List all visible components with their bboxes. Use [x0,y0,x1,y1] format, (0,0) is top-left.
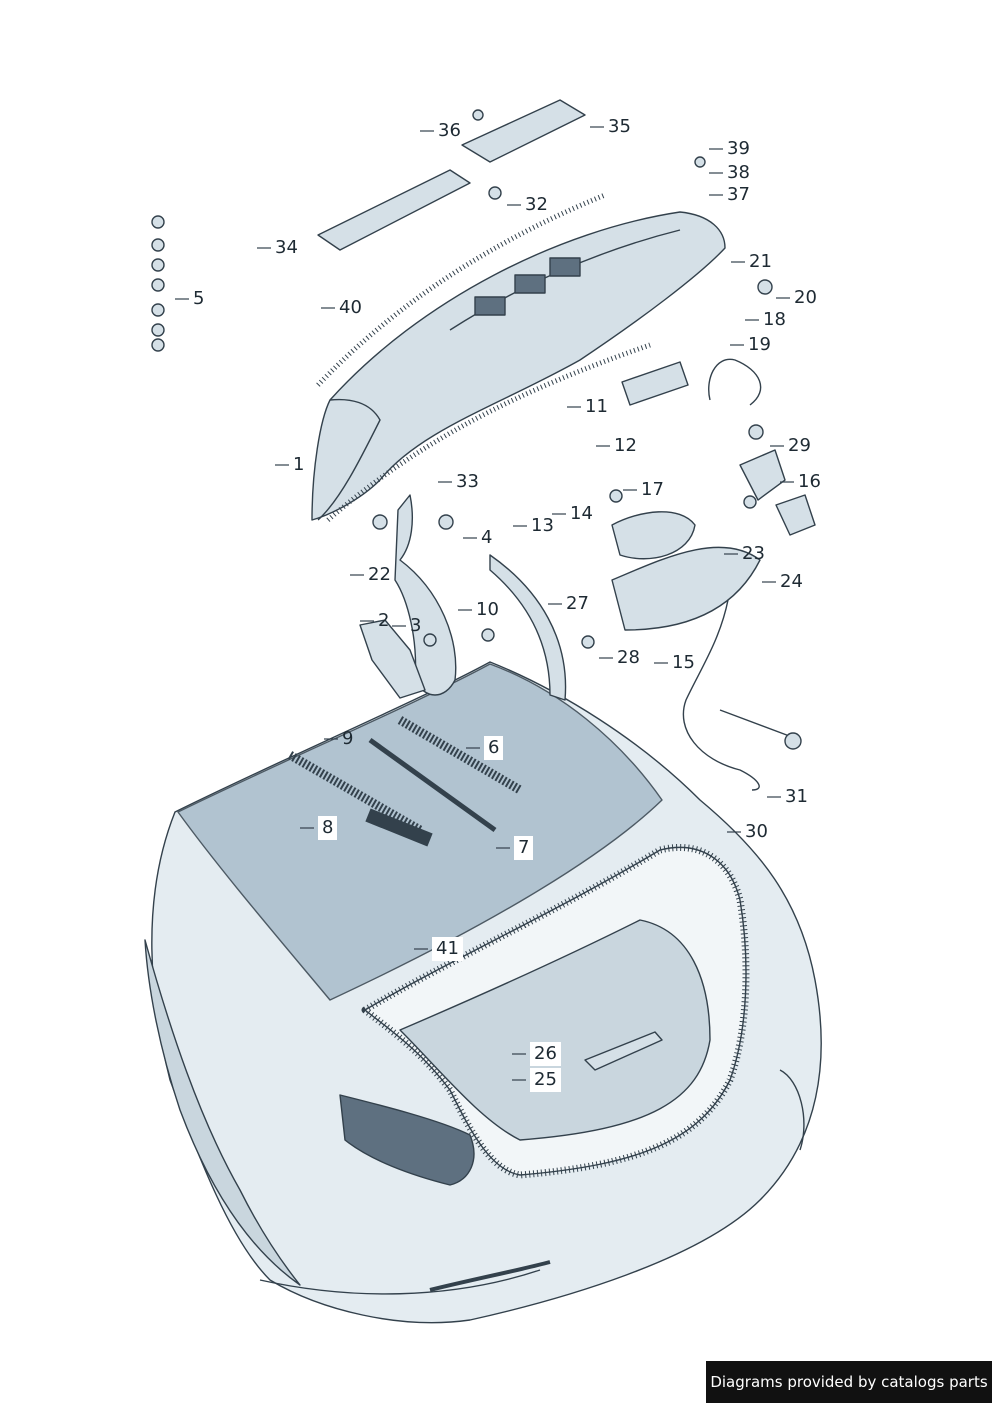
callout-11: 11 [585,396,608,417]
spring-strut [397,716,523,794]
callout-21: 21 [749,251,772,272]
expansion-nut [488,186,502,200]
bumper-line [259,1269,541,1295]
socket [757,279,773,295]
motor-housing [611,546,761,631]
release-cable [682,599,760,791]
trunk-lid-cutout [474,296,506,316]
hinge-arm [394,494,457,696]
cable-loop [708,358,762,406]
callout-9: 9 [342,728,354,749]
callout-29: 29 [788,435,811,456]
screw [472,109,484,121]
bolt-set [151,215,165,352]
cable-tie [719,709,801,741]
side-trim [779,1069,805,1151]
callout-28: 28 [617,647,640,668]
callout-25: 25 [530,1068,561,1092]
callout-8: 8 [318,816,338,840]
callout-32: 32 [525,194,548,215]
bolt [151,238,165,252]
trunk-lid-seal-upper [316,192,606,387]
trim-strip [317,169,471,251]
callout-4: 4 [481,527,493,548]
spring-assembly [287,751,423,834]
cover-clip [581,635,595,649]
exhaust-trim [429,1260,551,1292]
exploded-parts [151,99,816,1071]
lock-striker [584,1031,663,1071]
hinge-bolt [481,628,495,642]
clip [151,338,165,352]
car-rear-body [144,661,822,1324]
callout-31: 31 [785,786,808,807]
drive-motor [611,511,696,560]
callout-20: 20 [794,287,817,308]
callout-23: 23 [742,543,765,564]
car-side-shade [144,939,301,1286]
callout-27: 27 [566,593,589,614]
credit-banner: Diagrams provided by catalogs parts [706,1361,992,1403]
microswitch [748,424,764,440]
wiring-connector [784,732,802,750]
trunk-lid-cutout [514,274,546,294]
cover-plate [461,99,586,163]
tail-light [339,1094,475,1186]
stop-buffer [372,514,388,530]
callout-6: 6 [484,736,504,760]
gas-strut [368,737,497,833]
callout-40: 40 [339,297,362,318]
trunk-lid [311,211,726,521]
lock-latch [739,449,786,501]
callout-30: 30 [745,821,768,842]
callout-18: 18 [763,309,786,330]
callout-5: 5 [193,288,205,309]
callout-22: 22 [368,564,391,585]
callout-16: 16 [798,471,821,492]
hinge-arm-cover [489,554,567,701]
callout-37: 37 [727,184,750,205]
spindle-drive [365,808,433,847]
trunk-lid-seal-lower [326,342,651,522]
callout-15: 15 [672,652,695,673]
leader-lines [175,126,794,1081]
connector [609,489,623,503]
callout-26: 26 [530,1042,561,1066]
trunk-lid-edge [317,398,381,521]
hinge [359,619,426,699]
trunk-lid-cutout [549,257,581,277]
hinge-bolt [423,633,437,647]
callout-19: 19 [748,334,771,355]
callout-39: 39 [727,138,750,159]
handle-cover [775,494,816,536]
callout-33: 33 [456,471,479,492]
callout-3: 3 [410,615,422,636]
hinge-nut [438,514,454,530]
trunk-floor [399,919,711,1141]
latch-nut [743,495,757,509]
clip [151,323,165,337]
bolt [151,258,165,272]
callout-13: 13 [531,515,554,536]
callout-14: 14 [570,503,593,524]
trunk-seal [361,843,750,1179]
callout-38: 38 [727,162,750,183]
callout-17: 17 [641,479,664,500]
lock-module [621,361,689,406]
callout-12: 12 [614,435,637,456]
callout-36: 36 [438,120,461,141]
callout-24: 24 [780,571,803,592]
callout-35: 35 [608,116,631,137]
callout-7: 7 [514,836,534,860]
callout-1: 1 [293,454,305,475]
callout-10: 10 [476,599,499,620]
bolt [151,278,165,292]
callout-34: 34 [275,237,298,258]
washer [694,156,706,168]
callout-41: 41 [432,937,463,961]
bolt [151,215,165,229]
callout-2: 2 [378,610,390,631]
nut [151,303,165,317]
